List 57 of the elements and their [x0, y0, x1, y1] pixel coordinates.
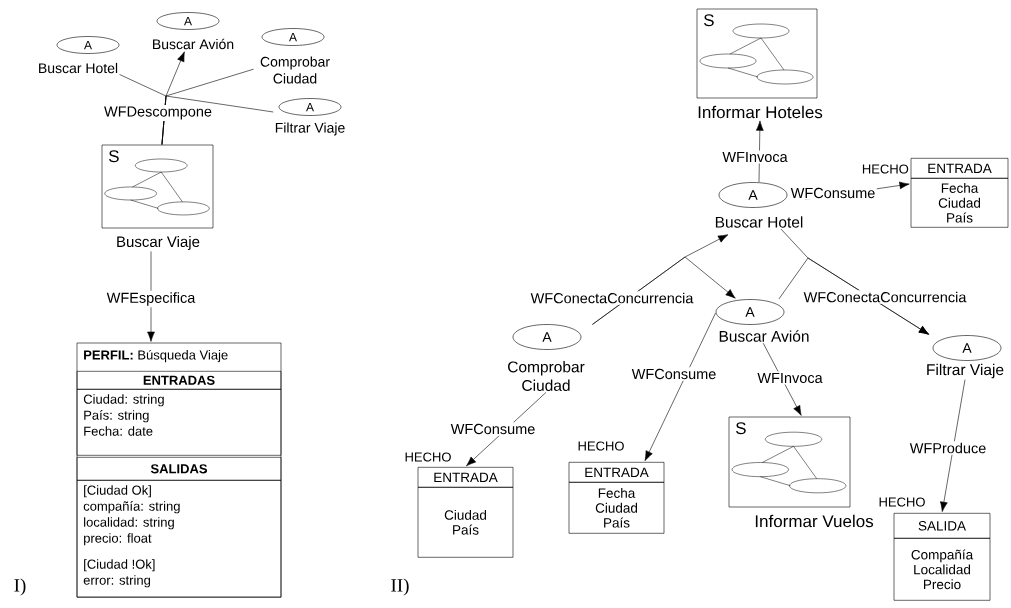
- activity-label: Comprobar Ciudad: [260, 56, 330, 84]
- subprocess-label: Informar Vuelos: [755, 514, 874, 528]
- subprocess-label: Buscar Viaje: [117, 236, 200, 250]
- arrow: [592, 256, 736, 325]
- arrow: [466, 392, 547, 467]
- edge-label: WFConectaConcurrencia: [802, 290, 968, 304]
- fields-cell: Ciudad: string País: string Fecha: date: [76, 389, 282, 456]
- fields-cell: Fecha Ciudad País: [568, 482, 665, 534]
- activity-label: Filtrar Viaje: [927, 363, 1004, 379]
- edge-label: WFInvoca: [755, 371, 825, 385]
- subprocess-box: S: [101, 144, 214, 229]
- activity-label: Buscar Hotel: [39, 62, 118, 74]
- node-label: [Ciudad !Ok]: [84, 559, 155, 572]
- fact-label: HECHO: [405, 452, 451, 462]
- edge-label: WFConsume: [449, 422, 537, 436]
- edge-label: WFInvoca: [720, 150, 790, 164]
- edge-label: WFDescompone: [102, 105, 214, 121]
- fact-label: HECHO: [862, 164, 909, 174]
- fact-label: HECHO: [578, 441, 624, 451]
- fields-cell: Compañía Localidad Precio: [893, 538, 991, 601]
- edge-label: WFConectaConcurrencia: [529, 291, 695, 305]
- node-label: error: string: [83, 575, 151, 588]
- activity-label: Comprobar Ciudad: [508, 361, 585, 391]
- node-label: [Ciudad Ok]: [84, 485, 151, 498]
- node-label: compañía: string: [83, 501, 180, 514]
- activity-label: Buscar Avión: [719, 330, 809, 342]
- node-label: localidad: string: [84, 517, 174, 530]
- arrow: [940, 379, 966, 512]
- fact-label: HECHO: [879, 497, 925, 507]
- panel-label: I): [14, 578, 26, 596]
- node-label: precio: float: [84, 533, 152, 546]
- subprocess-label: Informar Hoteles: [698, 105, 823, 119]
- activity-label: Buscar Avión: [153, 38, 234, 50]
- fields-cell: Ciudad País: [417, 487, 514, 558]
- arrow: [644, 312, 716, 461]
- edge-label: WFEspecifica: [105, 290, 197, 308]
- fields-cell: Fecha Ciudad País: [910, 178, 1009, 228]
- header-cell: ENTRADA: [417, 467, 514, 488]
- activity-label: Filtrar Viaje: [275, 122, 345, 136]
- activity-label: Buscar Hotel: [715, 216, 803, 228]
- section-header: SALIDAS: [76, 457, 282, 481]
- header-cell: SALIDA: [893, 513, 991, 539]
- arrow: [147, 251, 155, 342]
- edge-label: WFProduce: [908, 441, 988, 455]
- header-cell: ENTRADA: [568, 462, 665, 483]
- section-header: ENTRADAS: [76, 371, 282, 390]
- subprocess-box: S: [696, 8, 818, 99]
- header-cell: ENTRADA: [910, 158, 1009, 179]
- edge-label: WFConsume: [789, 186, 877, 200]
- panel-label: II): [391, 578, 409, 596]
- edge-label: WFConsume: [630, 367, 718, 381]
- connector-line: [161, 95, 274, 145]
- arrow: [778, 257, 929, 335]
- arrow: [762, 342, 802, 416]
- subprocess-box: S: [728, 416, 851, 508]
- fields-cell: [Ciudad Ok] compañía: string localidad: string precio: float [Ciudad !Ok] error: string: [76, 480, 282, 598]
- arrow: [756, 120, 764, 183]
